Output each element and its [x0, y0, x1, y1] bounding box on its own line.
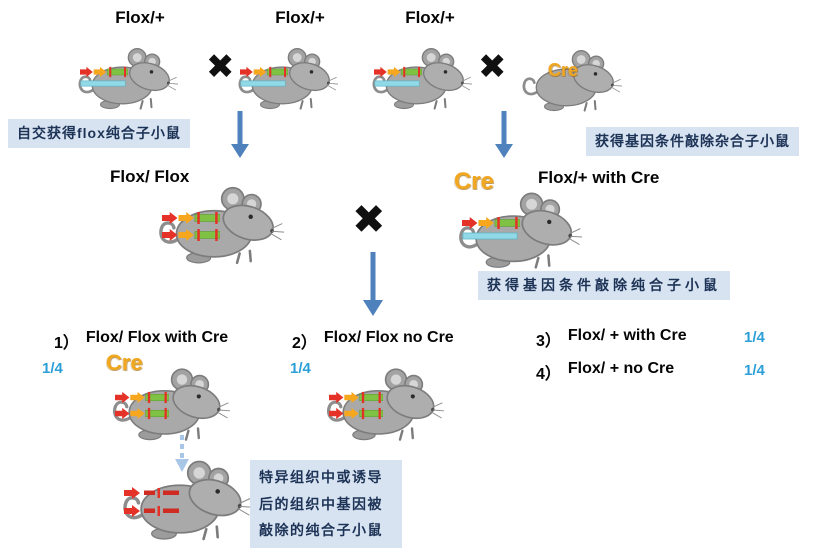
- genotype-bars: [124, 486, 184, 518]
- offspring-4-number: 4）: [536, 366, 561, 383]
- offspring-1-fraction: 1/4: [42, 360, 63, 377]
- offspring-1-number: 1）: [54, 335, 79, 352]
- offspring-4-genotype: Flox/ + no Cre: [567, 360, 675, 377]
- mouse-parent-flox-het-3: [370, 44, 472, 116]
- mouse-parent-flox-het-1: [76, 44, 178, 116]
- genotype-label-parent-2: Flox/+: [275, 8, 325, 27]
- offspring-3-label: 3） Flox/ + with Cre: [536, 327, 687, 351]
- knockout-allele-icon: [124, 487, 179, 499]
- cross-symbol-2: ✖: [478, 47, 507, 87]
- offspring-4-fraction: 1/4: [744, 362, 765, 379]
- offspring-1-label: 1） Flox/ Flox with Cre: [54, 329, 228, 353]
- flox-allele-icon: [462, 216, 520, 230]
- mouse-offspring-flox-hom-no-cre: [324, 366, 444, 446]
- offspring-2-number: 2）: [292, 335, 317, 352]
- flox-allele-icon: [374, 66, 422, 78]
- note-self-cross-flox-homozygote: 自交获得flox纯合子小鼠: [8, 119, 190, 148]
- wildtype-allele-icon: [80, 80, 126, 87]
- flox-allele-icon: [329, 391, 383, 404]
- flox-allele-icon: [240, 66, 288, 78]
- wildtype-allele-icon: [240, 80, 286, 87]
- mouse-flox-homozygous: [156, 184, 284, 270]
- flox-allele-icon: [80, 66, 128, 78]
- offspring-2-genotype: Flox/ Flox no Cre: [323, 329, 454, 346]
- down-arrow-right-cross: [495, 111, 513, 158]
- flox-allele-icon: [162, 211, 220, 225]
- genotype-label-parent-1: Flox/+: [115, 8, 165, 27]
- cre-label-top-mouse: Cre: [548, 60, 579, 80]
- note-tissue-specific-knockout: 特异组织中或诱导后的组织中基因被敲除的纯合子小鼠: [250, 460, 402, 548]
- genotype-bars: [162, 211, 220, 242]
- genotype-bars: [115, 391, 169, 420]
- genotype-bars: [240, 66, 288, 87]
- wildtype-allele-icon: [462, 232, 518, 240]
- mouse-parent-flox-het-2: [236, 44, 338, 116]
- genotype-bars: [374, 66, 422, 87]
- genotype-bars: [80, 66, 128, 87]
- offspring-1-genotype: Flox/ Flox with Cre: [85, 329, 229, 346]
- mouse-flox-het-cre: [456, 190, 582, 274]
- offspring-3-number: 3）: [536, 333, 561, 350]
- genotype-label-flox-flox: Flox/ Flox: [110, 167, 190, 186]
- down-arrow-middle-cross: [363, 252, 383, 316]
- genotype-label-parent-3: Flox/+: [405, 8, 455, 27]
- offspring-2-label: 2） Flox/ Flox no Cre: [292, 329, 454, 353]
- offspring-3-genotype: Flox/ + with Cre: [567, 327, 687, 344]
- genotype-label-flox-het-cre: Flox/+ with Cre: [538, 168, 660, 187]
- cre-label-mid-mouse: Cre: [454, 168, 495, 195]
- note-conditional-ko-homozygote: 获得基因条件敲除纯合子小鼠: [478, 271, 730, 300]
- flox-allele-icon: [115, 407, 169, 420]
- cross-symbol-1: ✖: [206, 47, 235, 87]
- down-arrow-left-cross: [231, 111, 249, 158]
- mouse-offspring-flox-hom-cre: [110, 366, 230, 446]
- genotype-bars: [462, 216, 520, 240]
- knockout-allele-icon: [124, 505, 179, 517]
- mouse-cre-transgenic: [520, 46, 622, 118]
- flox-allele-icon: [162, 228, 220, 242]
- flox-allele-icon: [329, 407, 383, 420]
- offspring-4-label: 4） Flox/ + no Cre: [536, 360, 674, 384]
- offspring-2-fraction: 1/4: [290, 360, 311, 377]
- note-conditional-ko-heterozygote: 获得基因条件敲除杂合子小鼠: [586, 127, 799, 156]
- flox-allele-icon: [115, 391, 169, 404]
- offspring-3-fraction: 1/4: [744, 329, 765, 346]
- dashed-arrow-to-knockout: [175, 435, 189, 472]
- wildtype-allele-icon: [374, 80, 420, 87]
- cross-symbol-3: ✖: [352, 197, 386, 243]
- cre-label-offspring-mouse: Cre: [106, 350, 143, 375]
- mouse-body-icon: [522, 49, 622, 112]
- genotype-bars: [329, 391, 383, 420]
